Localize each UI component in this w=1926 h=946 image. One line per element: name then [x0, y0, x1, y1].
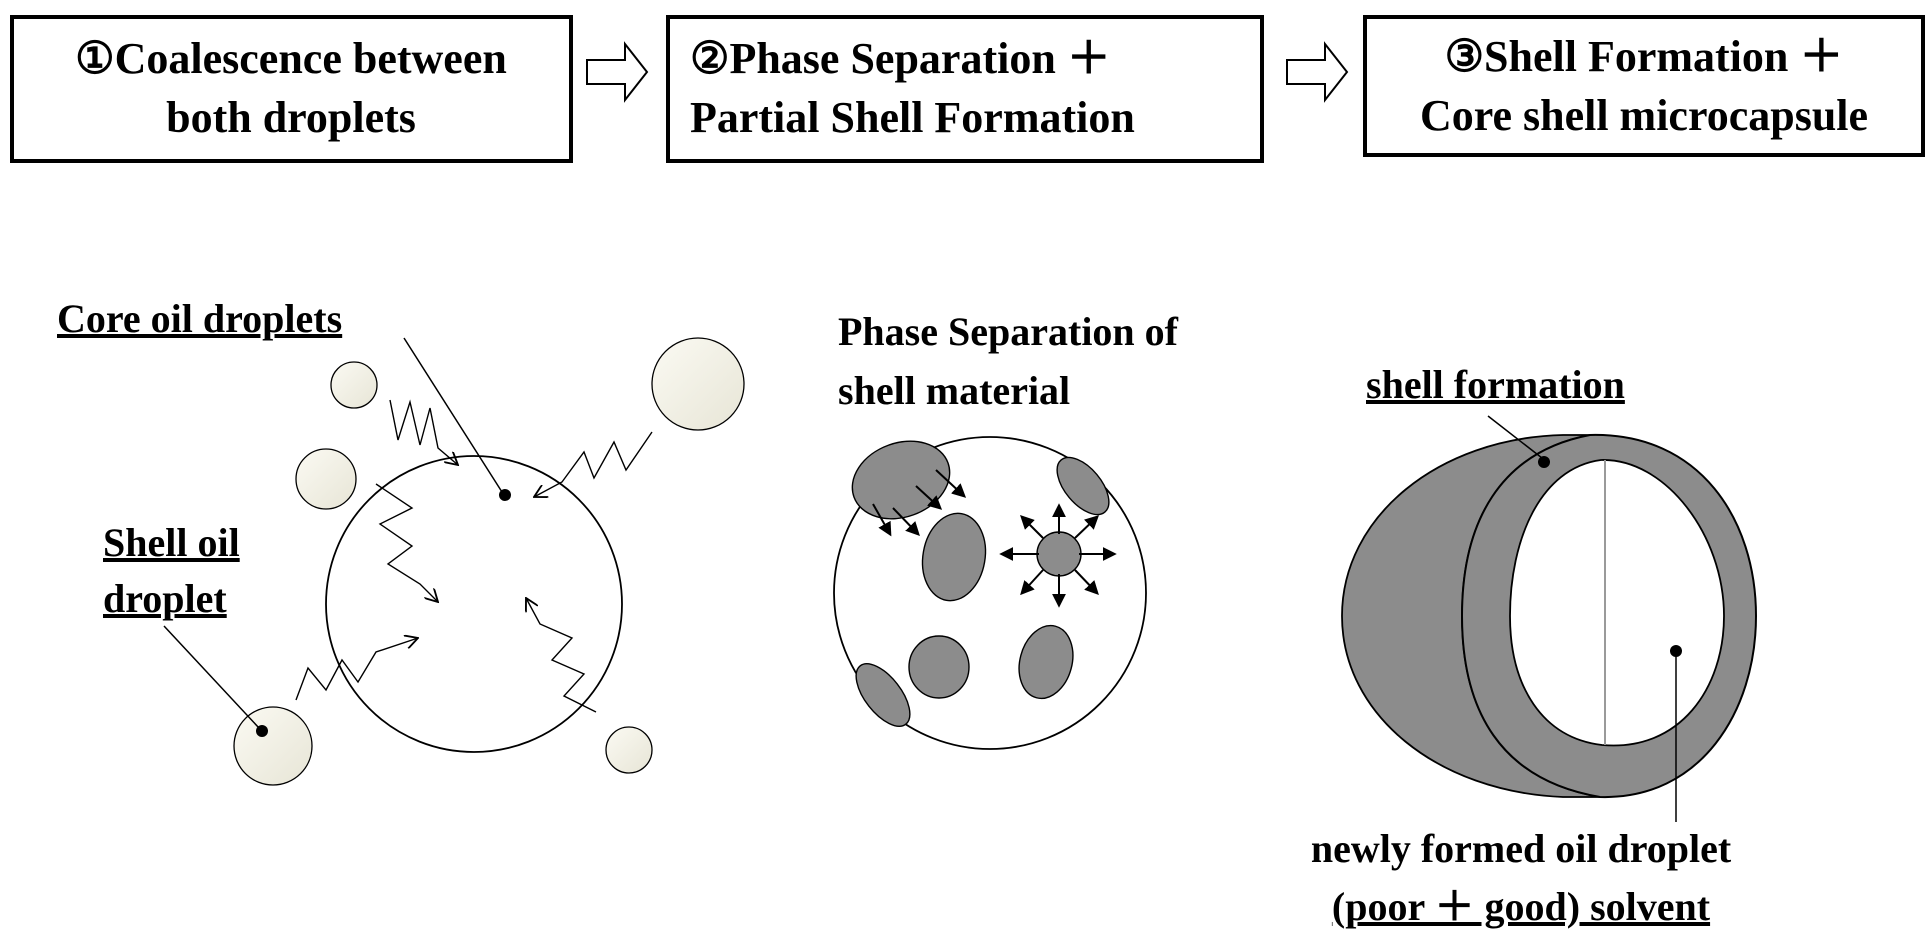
shell-droplet-small-2: [295, 448, 357, 510]
step-3-line-1: ③Shell Formation ＋: [1445, 32, 1844, 81]
phase-separation-panel: Phase Separation of shell material: [833, 309, 1179, 750]
step-arrow-2: [1286, 41, 1349, 103]
step-1-line-2: both droplets: [166, 93, 416, 142]
shell-formation-panel: shell formation newly formed oil droplet…: [1311, 362, 1758, 929]
core-oil-leader-dot: [499, 489, 511, 501]
step-2-line-1: ②Phase Separation ＋: [690, 34, 1111, 83]
step-box-3: ③Shell Formation ＋ Core shell microcapsu…: [1363, 15, 1925, 157]
capsule-core-cavity: [1509, 459, 1725, 747]
shell-formation-label: shell formation: [1366, 362, 1625, 407]
newly-formed-label-line-1: newly formed oil droplet: [1311, 826, 1732, 871]
shell-oil-leader-dot: [256, 725, 268, 737]
step-3-line-2: Core shell microcapsule: [1420, 91, 1868, 140]
shell-oil-label-line-1: Shell oil: [103, 520, 240, 565]
shell-droplet-large: [651, 337, 745, 431]
coalescence-panel: Core oil droplets Shell oil droplet: [57, 296, 745, 786]
shell-droplet-bottom-left: [233, 706, 313, 786]
diffusion-arrows-center: [999, 503, 1117, 608]
shell-droplet-bottom-right: [605, 726, 653, 774]
shell-droplet-small-1: [330, 361, 378, 409]
phase-separation-label-line-2: shell material: [838, 368, 1070, 413]
phase-separation-label-line-1: Phase Separation of: [838, 309, 1179, 354]
step-1-line-1: ①Coalescence between: [75, 34, 507, 83]
core-oil-droplets-label: Core oil droplets: [57, 296, 342, 341]
shell-oil-leader: [163, 625, 260, 729]
shell-formation-leader: [1487, 415, 1543, 459]
shell-material-domains: [851, 440, 1110, 727]
motion-arrows: [295, 399, 653, 713]
step-arrow-1: [586, 41, 649, 103]
shell-formation-leader-dot: [1538, 456, 1550, 468]
step-box-1: ①Coalescence between both droplets: [10, 15, 573, 163]
diffusion-arrows-domain: [872, 469, 967, 537]
newly-formed-label-line-2: (poor ＋ good) solvent: [1332, 884, 1711, 929]
step-box-2: ②Phase Separation ＋ Partial Shell Format…: [666, 15, 1264, 163]
core-droplet: [325, 455, 623, 753]
core-oil-leader: [403, 337, 503, 493]
shell-oil-label-line-2: droplet: [103, 576, 227, 621]
step-2-line-2: Partial Shell Formation: [690, 93, 1135, 142]
